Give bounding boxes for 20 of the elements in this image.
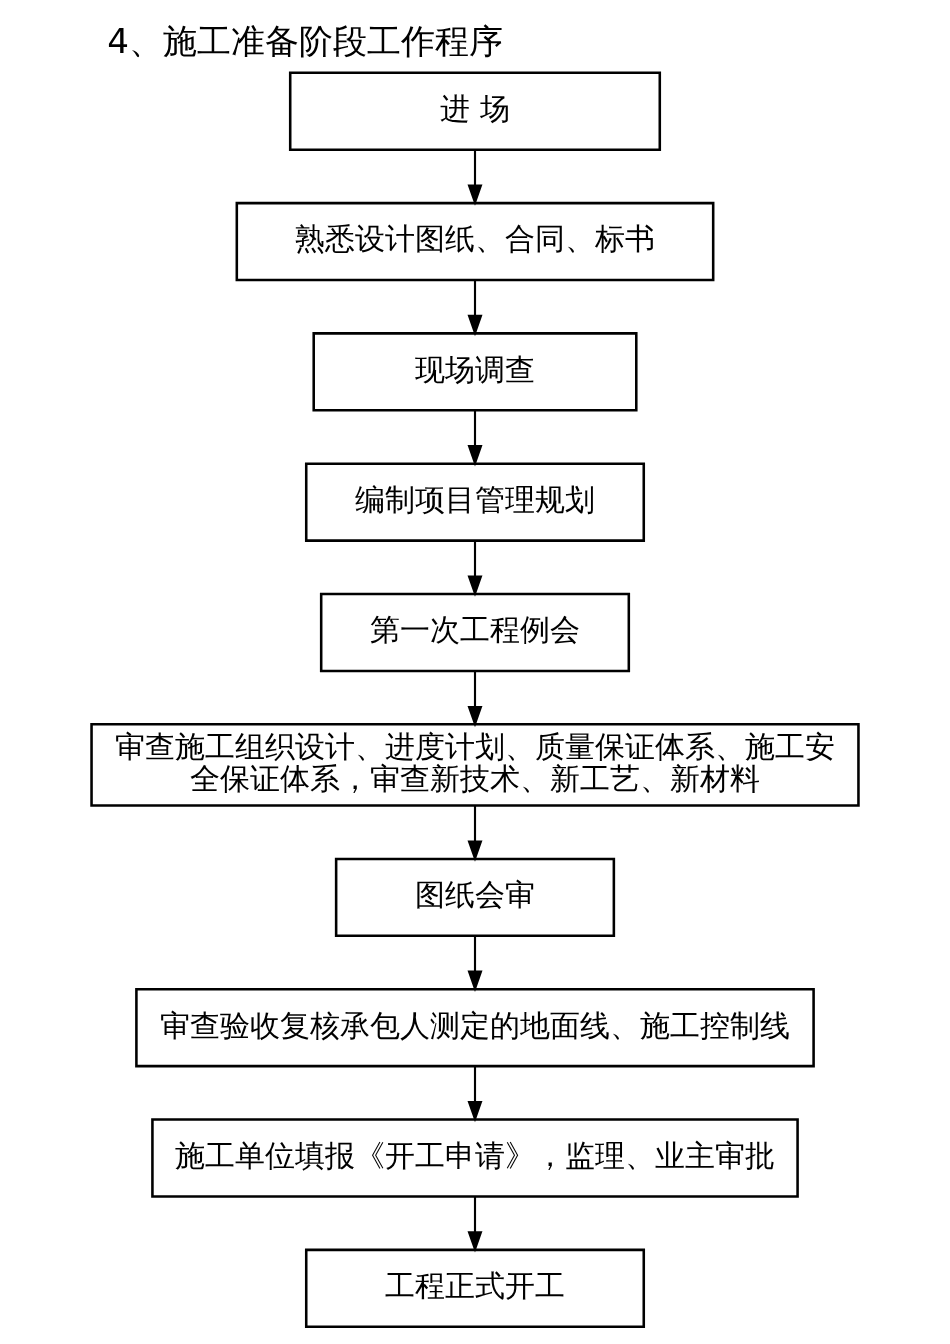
node-box: 图纸会审: [334, 857, 616, 938]
arrow: [467, 410, 483, 467]
node-box: 编制项目管理规划: [304, 462, 646, 542]
arrow: [467, 805, 483, 862]
node-box: 第一次工程例会: [319, 592, 631, 673]
node-box: 进 场: [288, 71, 662, 151]
node-box: 审查验收复核承包人测定的地面线、施工控制线: [135, 987, 815, 1068]
node-box: 工程正式开工: [304, 1248, 646, 1329]
node-box: 现场调查: [312, 332, 638, 412]
node-box: 熟悉设计图纸、合同、标书: [235, 201, 715, 282]
arrow: [467, 1066, 483, 1123]
node-box: 施工单位填报《开工申请》，监理、业主审批: [151, 1118, 799, 1198]
arrow: [467, 149, 483, 206]
arrow: [467, 280, 483, 337]
arrow: [467, 1196, 483, 1253]
node-box: 审查施工组织设计、进度计划、质量保证体系、施工安全保证体系，审查新技术、新工艺、新材料: [90, 723, 860, 807]
arrow: [467, 936, 483, 992]
arrow: [467, 540, 483, 597]
arrow: [467, 671, 483, 728]
diagram-title: 4、施工准备阶段工作程序: [107, 21, 504, 62]
